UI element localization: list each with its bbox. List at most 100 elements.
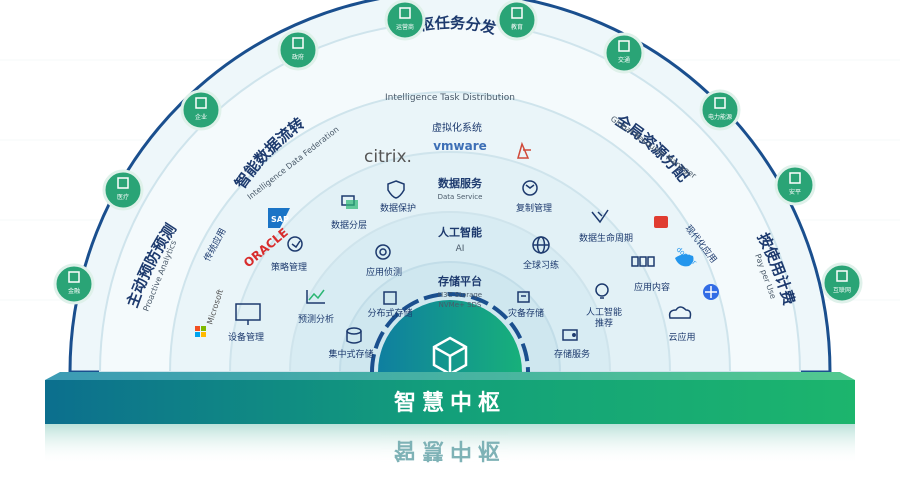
industry-8: 安平 (774, 164, 816, 206)
svg-text:SAP: SAP (271, 215, 289, 224)
layer-storage-en1: H3C Storage (438, 291, 482, 299)
shield-icon (387, 180, 405, 199)
lifecycle-icon (591, 209, 609, 224)
industry-bubble (603, 32, 645, 74)
replication-icon (522, 180, 538, 196)
feature-device-mgmt: 设备管理 (228, 331, 264, 343)
layer-virtualization: 虚拟化系统 (432, 121, 482, 134)
feature-ai-recommend-2: 推荐 (595, 317, 613, 329)
industry-label: 医疗 (117, 193, 129, 201)
industry-bubble (699, 89, 741, 131)
layer-ai-en: AI (456, 244, 465, 254)
feature-data-protection: 数据保护 (380, 202, 416, 214)
feature-replication: 复制管理 (516, 202, 552, 214)
industry-2: 企业 (180, 89, 222, 131)
feature-ai-recommend-1: 人工智能 (586, 306, 622, 318)
app-content-icon (631, 256, 655, 267)
layer-ai-zh: 人工智能 (438, 225, 482, 239)
feature-global-learning: 全球习练 (523, 259, 559, 271)
industry-3: 政府 (277, 29, 319, 71)
industry-4: 运营商 (384, 0, 426, 41)
cluster-icon (517, 141, 531, 159)
industry-0: 金融 (53, 263, 95, 305)
feature-data-layering: 数据分层 (331, 219, 367, 231)
globe-icon (532, 236, 550, 254)
base-bar-top (45, 372, 855, 380)
sap-logo: SAP (268, 208, 290, 228)
industry-6: 交通 (603, 32, 645, 74)
industry-label: 交通 (618, 56, 630, 64)
database-icon (346, 327, 362, 344)
monitor-icon (235, 303, 261, 325)
feature-app-content: 应用内容 (634, 281, 670, 293)
backup-icon (517, 291, 530, 303)
storage-service-icon (562, 329, 578, 341)
industry-label: 教育 (511, 23, 523, 31)
industry-bubble (102, 169, 144, 211)
hub-title: 智慧中枢 (394, 390, 506, 416)
fingerprint-icon (375, 244, 391, 260)
feature-cloud-app: 云应用 (668, 331, 695, 343)
transport-icon (618, 40, 630, 52)
enterprise-icon (195, 97, 207, 109)
distributed-icon (383, 291, 397, 305)
core-ring (370, 292, 530, 373)
outer-top-subtitle: Intelligence Task Distribution (385, 93, 515, 103)
industry-label: 金融 (68, 287, 80, 295)
medical-icon (117, 177, 129, 189)
bulb-icon (595, 283, 609, 299)
hub-title-reflection: 智慧中枢 (394, 437, 506, 463)
operator-icon (399, 7, 411, 19)
vmware-logo: vmware (433, 139, 487, 153)
kubernetes-logo (703, 284, 719, 300)
layer-data-service-en: Data Service (438, 193, 483, 201)
industry-label: 电力能源 (708, 113, 732, 121)
reflection: 智慧中枢 (45, 424, 855, 464)
industry-label: 企业 (195, 113, 207, 121)
safety-icon (789, 172, 801, 184)
internet-icon (836, 270, 848, 282)
feature-disaster: 灾备存储 (508, 307, 544, 319)
layer-storage-en2: NVMe+ SDS (439, 301, 482, 309)
citrix-logo: citrix. (364, 147, 412, 167)
policy-icon (287, 236, 303, 252)
industry-bubble (384, 0, 426, 41)
government-icon (292, 37, 304, 49)
feature-predictive: 预测分析 (298, 313, 334, 325)
industry-bubble (496, 0, 538, 41)
cloud-icon (668, 306, 692, 319)
openshift-logo (654, 216, 668, 228)
industry-bubble (180, 89, 222, 131)
industry-1: 医疗 (102, 169, 144, 211)
education-icon (511, 7, 523, 19)
industry-7: 电力能源 (699, 89, 741, 131)
feature-storage-service: 存储服务 (554, 348, 590, 360)
core-dome (378, 300, 522, 372)
semicircle-rings (68, 0, 832, 376)
industry-9: 互联网 (821, 262, 863, 304)
layers-icon (341, 195, 358, 209)
industry-bubble (277, 29, 319, 71)
industry-bubble (774, 164, 816, 206)
layer-data-service-zh: 数据服务 (438, 176, 483, 190)
base-bar: 智慧中枢 (45, 372, 855, 424)
industry-5: 教育 (496, 0, 538, 41)
industry-label: 政府 (292, 53, 304, 61)
layer-storage-zh: 存储平台 (438, 274, 482, 288)
feature-distributed: 分布式存储 (367, 307, 412, 319)
base-bar-front (45, 380, 855, 424)
chart-icon (306, 289, 325, 304)
power-icon (714, 97, 726, 109)
feature-app-detect: 应用侦测 (366, 266, 402, 278)
industry-label: 安平 (789, 188, 801, 196)
industry-label: 运营商 (396, 23, 414, 31)
finance-icon (68, 271, 80, 283)
feature-centralized: 集中式存储 (328, 348, 373, 360)
industry-bubble (821, 262, 863, 304)
feature-lifecycle: 数据生命周期 (579, 232, 633, 244)
feature-policy-mgmt: 策略管理 (271, 261, 307, 273)
industry-bubble (53, 263, 95, 305)
industry-label: 互联网 (833, 286, 851, 294)
